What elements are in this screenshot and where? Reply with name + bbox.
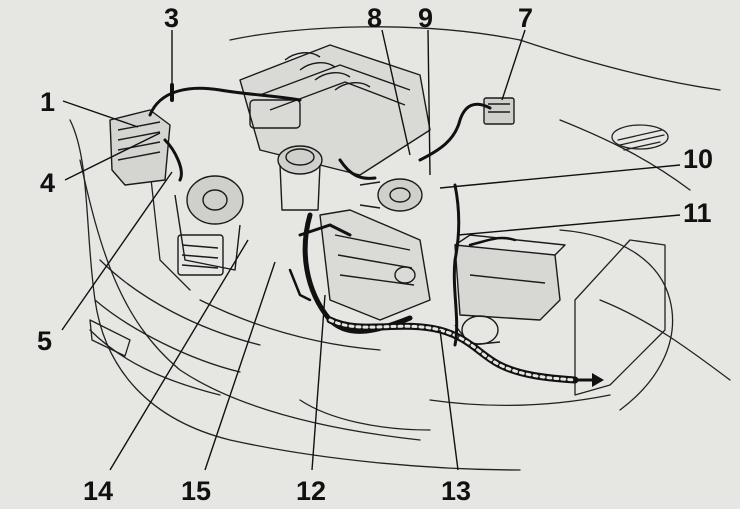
leader-8 bbox=[381, 29, 411, 156]
callout-1: 1 bbox=[40, 87, 55, 117]
leader-1 bbox=[62, 100, 139, 128]
callout-10: 10 bbox=[683, 144, 713, 174]
leader-12 bbox=[311, 294, 326, 471]
callout-5: 5 bbox=[37, 326, 52, 356]
leader-5 bbox=[61, 171, 173, 331]
leader-11 bbox=[457, 214, 681, 236]
engine-assembly bbox=[109, 44, 566, 346]
callout-13: 13 bbox=[441, 476, 471, 506]
callout-8: 8 bbox=[367, 3, 382, 33]
leader-4 bbox=[64, 132, 161, 181]
callout-4: 4 bbox=[40, 168, 55, 198]
callout-14: 14 bbox=[83, 476, 113, 506]
callout-12: 12 bbox=[296, 476, 326, 506]
direction-arrow bbox=[578, 373, 604, 387]
leader-14 bbox=[109, 239, 249, 471]
callout-15: 15 bbox=[181, 476, 211, 506]
callout-11: 11 bbox=[683, 198, 712, 228]
leader-15 bbox=[204, 261, 276, 471]
wiring-harness bbox=[148, 83, 579, 384]
callout-9: 9 bbox=[418, 3, 433, 33]
leader-13 bbox=[439, 329, 459, 471]
leader-lines bbox=[61, 29, 681, 471]
callout-labels: 1 3 4 5 7 8 9 10 11 12 13 14 15 bbox=[37, 3, 713, 506]
leader-7 bbox=[501, 29, 526, 101]
callout-3: 3 bbox=[164, 3, 179, 33]
leader-9 bbox=[427, 29, 431, 176]
leader-10 bbox=[439, 164, 681, 189]
callout-7: 7 bbox=[518, 3, 533, 33]
